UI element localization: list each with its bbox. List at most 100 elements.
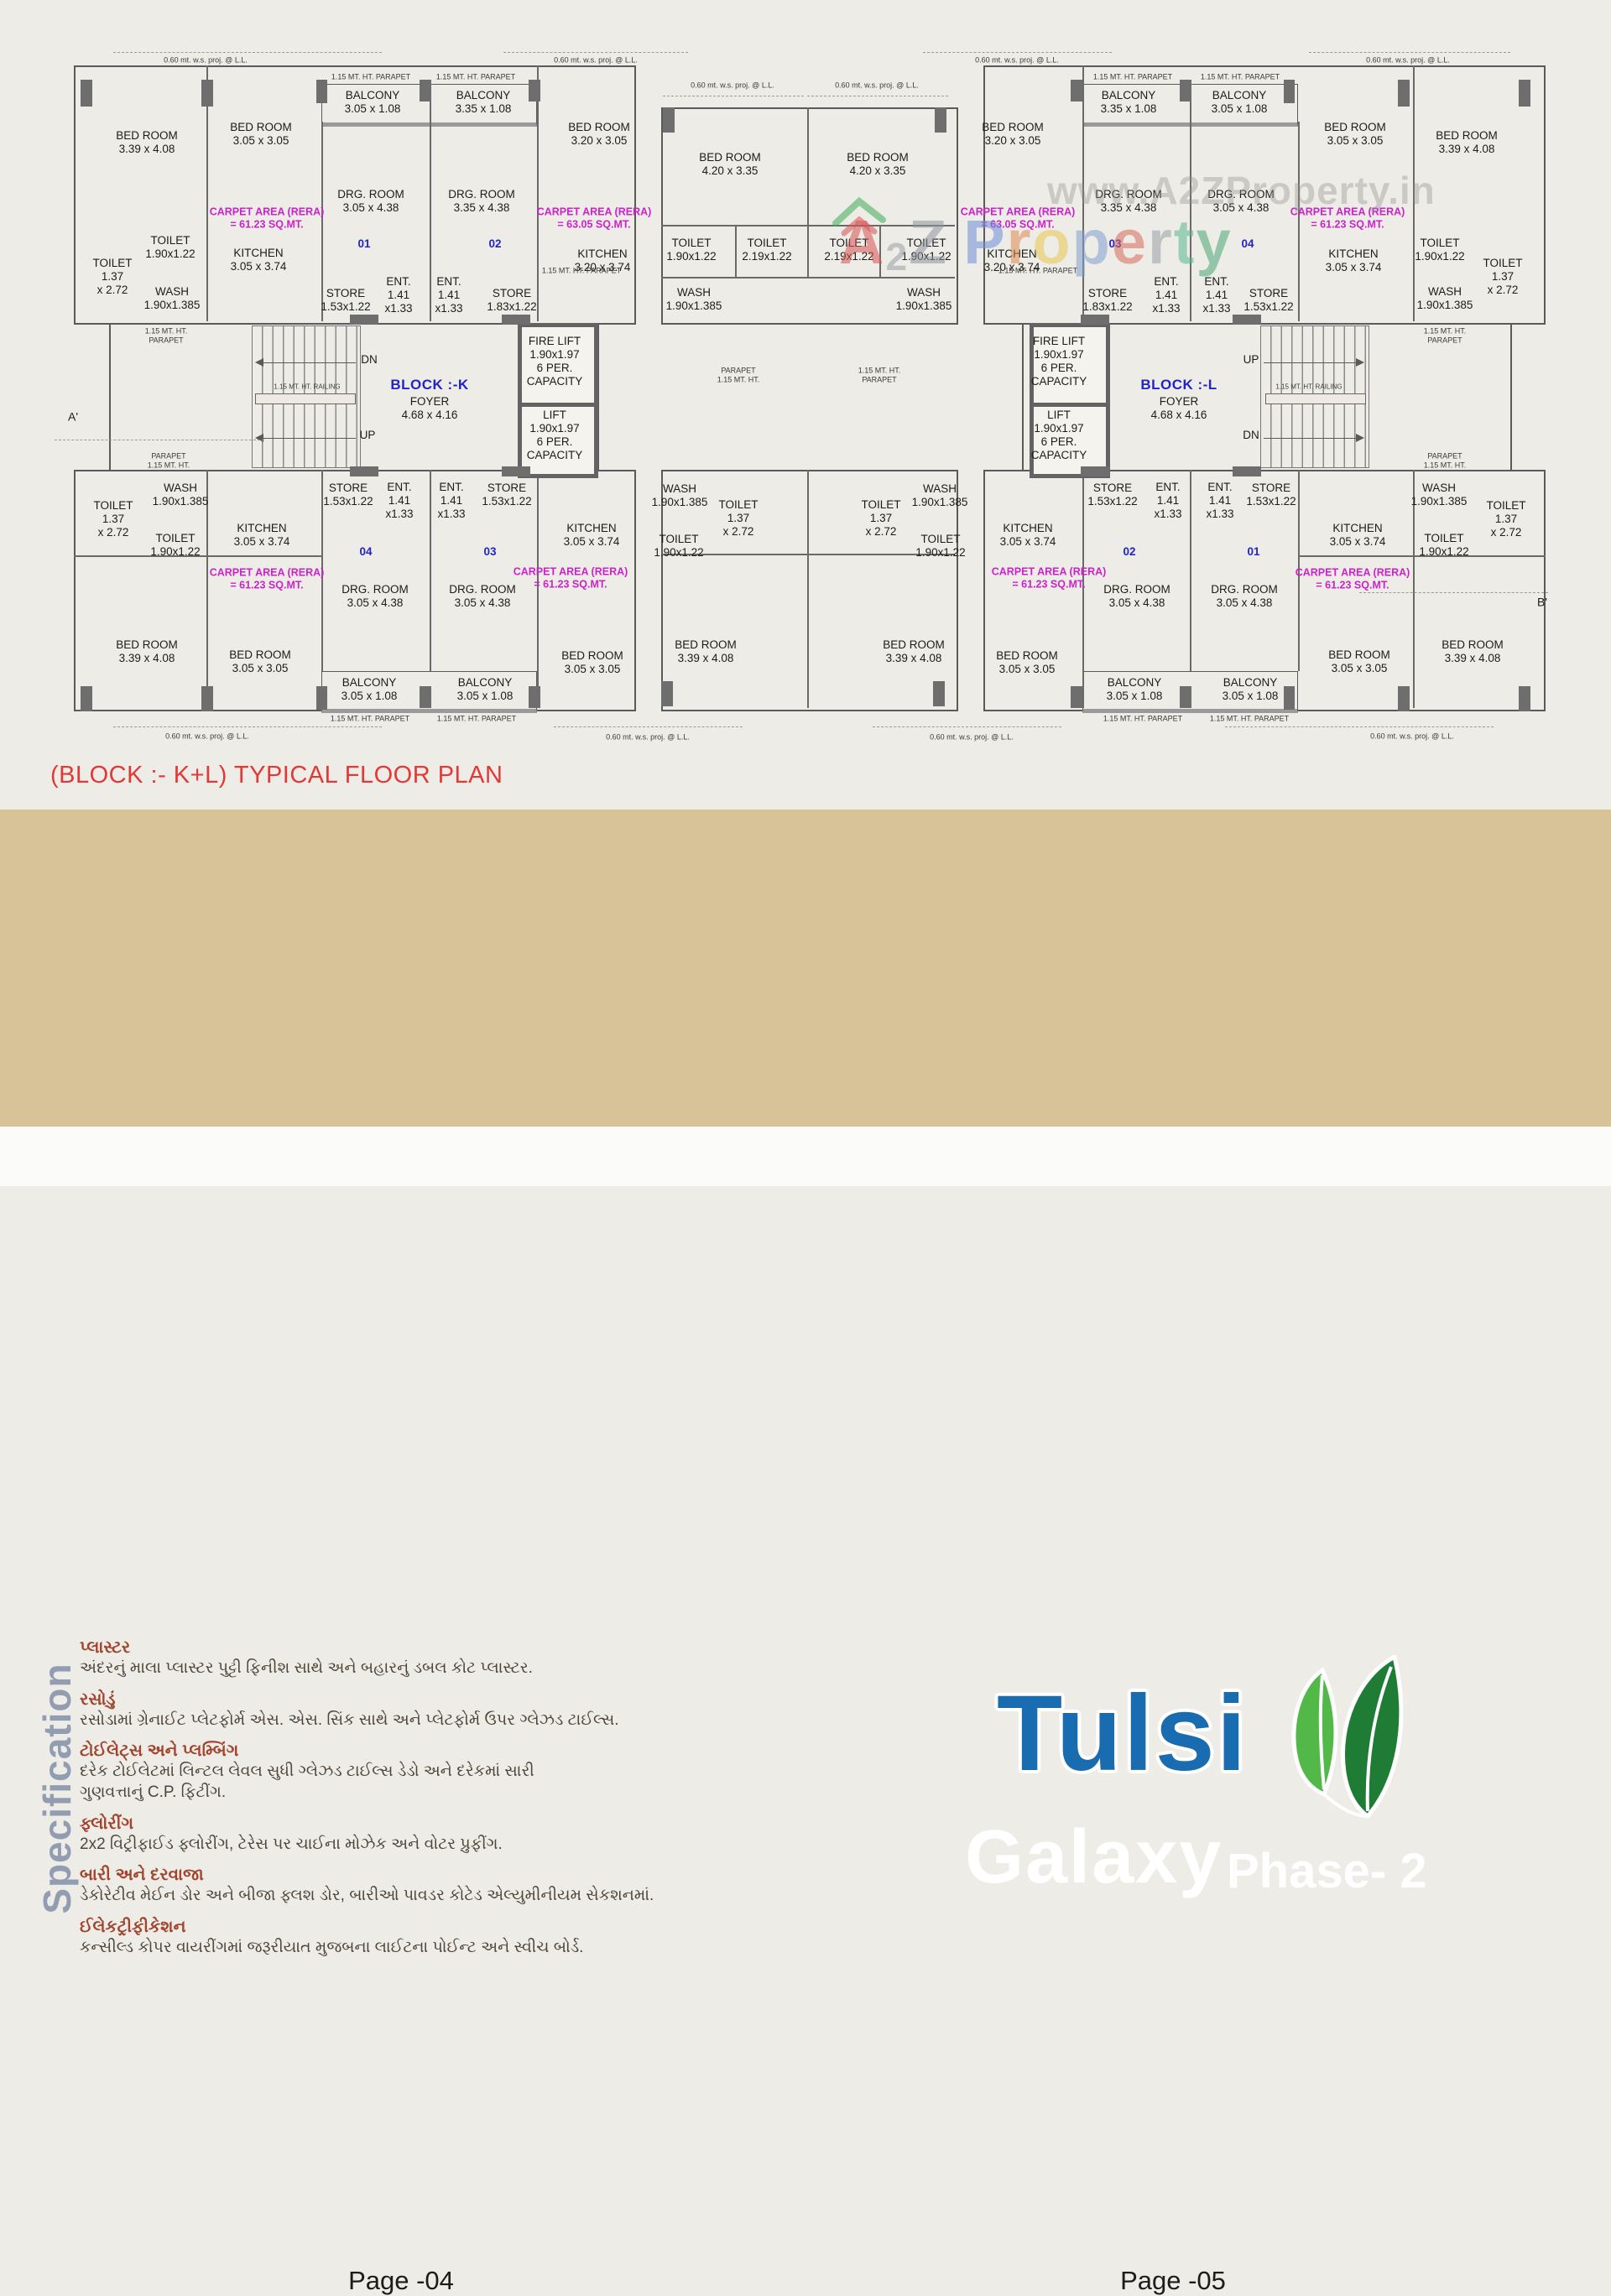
specification-vertical-label: Specification: [35, 1663, 79, 1914]
unit-number: 02: [1123, 545, 1136, 559]
stair-arrow: [257, 362, 356, 363]
dimension-note: 1.15 MT. HT. PARAPET: [435, 72, 516, 81]
room-label: DRG. ROOM 3.35 x 4.38: [448, 188, 515, 214]
dashed-line: [1309, 52, 1510, 53]
room-label: TOILET 2.19x1.22: [824, 237, 874, 263]
room-label: ENT. 1.41 x1.33: [385, 481, 414, 520]
spec-item-body: રસોડામાં ગ્રેનાઈટ પ્લેટફોર્મ એસ. એસ. સિં…: [80, 1710, 619, 1729]
room-label: TOILET 1.37 x 2.72: [1483, 257, 1523, 296]
column-pillar: [1519, 686, 1530, 711]
dimension-note: 1.15 MT. HT. PARAPET: [1200, 72, 1280, 81]
room-label: ENT. 1.41 x1.33: [1152, 275, 1181, 315]
room-label: TOILET 1.37 x 2.72: [718, 498, 759, 538]
column-pillar: [1233, 315, 1261, 325]
room-label: KITCHEN 3.20 x 3.74: [574, 247, 631, 273]
room-label: BED ROOM 3.20 x 3.05: [568, 121, 630, 147]
dashed-line: [873, 726, 1061, 727]
room-label: FOYER 4.68 x 4.16: [1150, 395, 1207, 421]
room-label: WASH 1.90x1.385: [1416, 285, 1473, 311]
room-label: STORE 1.53x1.22: [1246, 482, 1296, 508]
room-label: BED ROOM 3.39 x 4.08: [1436, 129, 1498, 155]
wall-outline: [661, 107, 958, 325]
room-label: BED ROOM 3.05 x 3.05: [229, 648, 291, 674]
dimension-note: 1.15 MT. HT. PARAPET: [1423, 326, 1467, 344]
watermark-letter: r: [1147, 207, 1174, 277]
column-pillar: [661, 681, 673, 706]
room-label: KITCHEN 3.05 x 3.74: [1325, 247, 1382, 273]
column-pillar: [81, 80, 92, 107]
spec-item: બારી અને દરવાજાડેકોરેટીવ મેઈન ડોર અને બી…: [80, 1866, 885, 1907]
unit-number: 04: [1241, 237, 1254, 251]
room-label: KITCHEN 3.20 x 3.74: [983, 247, 1040, 273]
stair-arrow: [257, 438, 356, 439]
room-label: TOILET 1.37 x 2.72: [1486, 499, 1526, 539]
wall-outline: [1022, 323, 1512, 471]
dimension-note: 0.60 mt. w.s. proj. @ L.L.: [930, 732, 1014, 742]
room-label: BALCONY 3.05 x 1.08: [344, 89, 401, 115]
house-icon: [831, 195, 896, 242]
page-number-left: Page -04: [348, 2266, 454, 2295]
room-label: BED ROOM 4.20 x 3.35: [847, 151, 909, 177]
room-label: TOILET 1.37 x 2.72: [92, 257, 133, 296]
room-label: WASH 1.90x1.385: [665, 286, 722, 312]
page-strip: Page -04 Page -05: [0, 1127, 1611, 2295]
column-pillar: [529, 80, 540, 102]
spec-item-heading: પ્લાસ્ટર: [80, 1638, 131, 1657]
dimension-note: 1.15 MT. HT. PARAPET: [331, 72, 411, 81]
room-label: BALCONY 3.05 x 1.08: [456, 676, 514, 702]
watermark-letter: t: [1173, 207, 1197, 277]
watermark-letter: y: [1196, 207, 1233, 277]
room-label: LIFT 1.90x1.97 6 PER. CAPACITY: [1030, 409, 1087, 461]
column-pillar: [1071, 686, 1082, 708]
dimension-note: 0.60 mt. w.s. proj. @ L.L.: [554, 55, 638, 65]
block-name: BLOCK :-L: [1140, 376, 1217, 393]
watermark-url: www.A2ZProperty.in: [1047, 169, 1436, 212]
dashed-line: [113, 726, 382, 727]
wall-line: [807, 470, 809, 708]
wall-line: [1298, 555, 1546, 557]
watermark-letter: o: [1032, 207, 1072, 277]
column-pillar: [1398, 80, 1410, 107]
room-label: DRG. ROOM 3.05 x 4.38: [341, 583, 409, 609]
room-label: ENT. 1.41 x1.33: [435, 275, 463, 315]
dimension-note: 1.15 MT. HT. PARAPET: [541, 266, 622, 275]
room-label: STORE 1.53x1.22: [1243, 287, 1294, 313]
room-label: ENT. 1.41 x1.33: [1206, 481, 1234, 520]
dimension-note: PARAPET 1.15 MT. HT.: [717, 366, 760, 383]
dashed-line: [503, 52, 688, 53]
watermark-brand: A2Z Property: [839, 206, 1233, 279]
room-label: TOILET 1.90x1.22: [901, 237, 951, 263]
column-pillar: [1398, 686, 1410, 711]
logo-galaxy: Galaxy: [965, 1815, 1223, 1899]
section-marker: B': [1536, 595, 1548, 609]
watermark-letter: r: [1006, 207, 1033, 277]
carpet-area-label: CARPET AREA (RERA) = 63.05 SQ.MT.: [960, 206, 1076, 230]
watermark-letter: 2: [885, 235, 910, 279]
section-marker: A': [67, 409, 79, 424]
dimension-note: 0.60 mt. w.s. proj. @ L.L.: [606, 732, 690, 742]
spec-item-body: અંદરનું માલા પ્લાસ્ટર પુટ્ટી ફિનીશ સાથે …: [80, 1659, 533, 1677]
wall-line: [735, 225, 737, 277]
room-label: KITCHEN 3.05 x 3.74: [563, 522, 620, 548]
wall-line: [1082, 470, 1084, 708]
column-pillar: [316, 80, 327, 103]
room-label: BALCONY 3.35 x 1.08: [1100, 89, 1157, 115]
stair-direction-label: DN: [361, 353, 378, 367]
dimension-note: 1.15 MT. HT. PARAPET: [1209, 714, 1290, 723]
room-label: BED ROOM 3.05 x 3.05: [996, 649, 1058, 675]
wall-line: [206, 470, 208, 708]
dimension-note: 1.15 MT. HT. PARAPET: [858, 366, 901, 383]
wall-line: [661, 277, 955, 279]
carpet-area-label: CARPET AREA (RERA) = 63.05 SQ.MT.: [536, 206, 652, 230]
room-label: BED ROOM 3.20 x 3.05: [982, 121, 1044, 147]
column-pillar: [935, 107, 946, 133]
dimension-note: PARAPET 1.15 MT. HT.: [1423, 451, 1467, 469]
room-label: ENT. 1.41 x1.33: [437, 481, 466, 520]
room-label: DRG. ROOM 3.05 x 4.38: [337, 188, 404, 214]
room-label: BED ROOM 3.39 x 4.08: [116, 638, 178, 664]
column-pillar: [502, 466, 530, 476]
dimension-note: 1.15 MT. HT. PARAPET: [436, 714, 517, 723]
wall-line: [206, 65, 208, 321]
column-pillar: [502, 315, 530, 325]
